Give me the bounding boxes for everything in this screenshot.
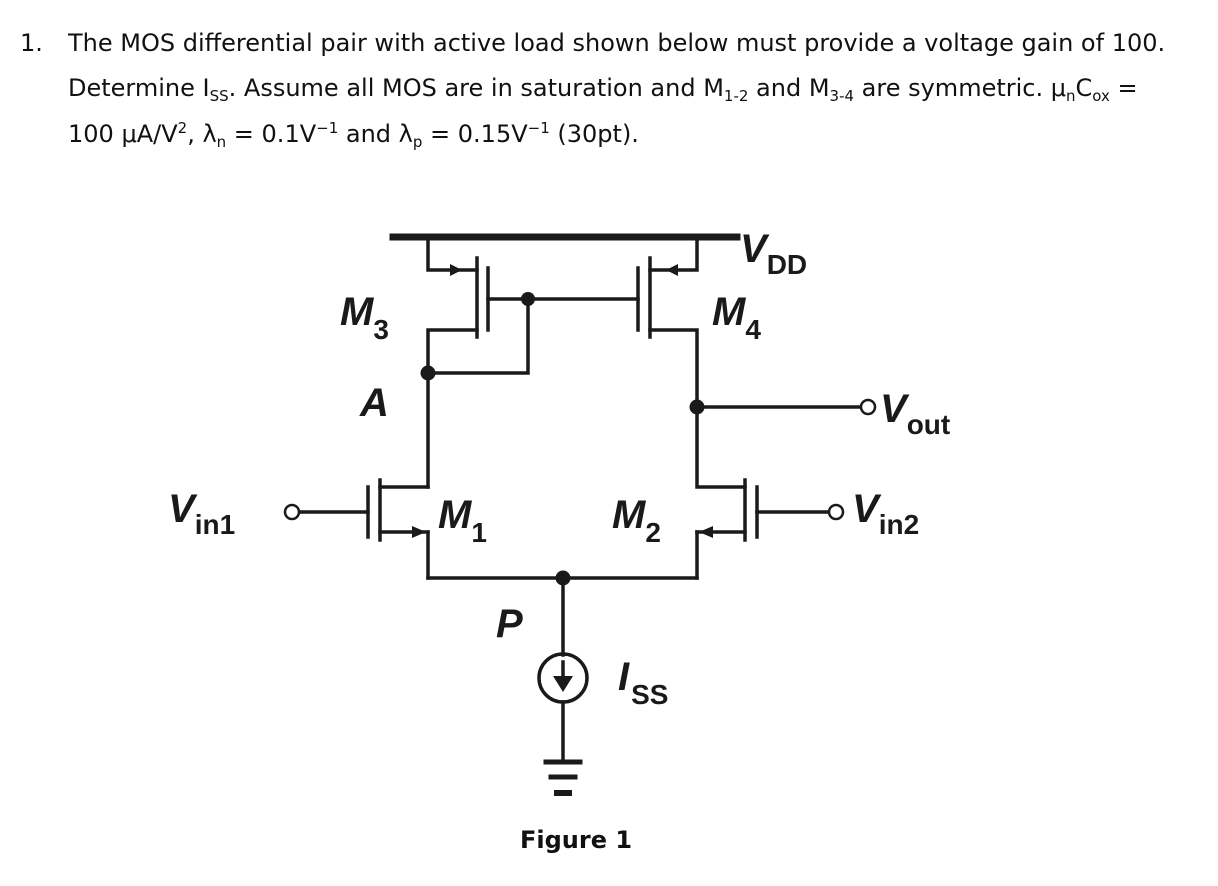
superscript: −1: [527, 119, 550, 137]
label-sub: in1: [195, 509, 235, 540]
label-m3: M3: [340, 290, 389, 345]
text-run: 100 μA/V: [68, 120, 178, 148]
problem-line-1: The MOS differential pair with active lo…: [68, 29, 1165, 57]
label-main: V: [880, 387, 910, 431]
label-iss: ISS: [618, 655, 668, 710]
label-main: M: [438, 493, 473, 537]
label-vin2: Vin2: [852, 487, 919, 540]
label-main: M: [612, 493, 647, 537]
text-run: (30pt).: [549, 120, 639, 148]
subscript: 3-4: [829, 87, 855, 105]
text-run: = 0.1V: [226, 120, 317, 148]
subscript: SS: [209, 87, 229, 105]
m1-transistor: [298, 478, 430, 580]
label-sub: out: [907, 409, 951, 440]
text-run: , λ: [187, 120, 217, 148]
text-run: =: [1109, 74, 1138, 102]
problem-number: 1.: [20, 29, 43, 57]
figure-caption: Figure 1: [520, 826, 632, 854]
label-vout: Vout: [880, 387, 950, 440]
label-main: V: [852, 487, 882, 531]
m3-transistor: [426, 235, 490, 375]
text-run: and λ: [338, 120, 413, 148]
problem-line-3: 100 μA/V2, λn = 0.1V−1 and λp = 0.15V−1 …: [68, 119, 639, 151]
text-run: . Assume all MOS are in saturation and M: [228, 74, 724, 102]
label-main: M: [340, 290, 375, 334]
label-sub: 2: [645, 517, 661, 548]
text-run: = 0.15V: [422, 120, 528, 148]
ground-symbol: [543, 759, 583, 796]
terminal-vout: [859, 398, 877, 416]
label-sub: 3: [373, 314, 389, 345]
label-sub: 1: [471, 517, 487, 548]
label-main: V: [168, 487, 198, 531]
text-run: are symmetric. μ: [854, 74, 1066, 102]
label-m4: M4: [712, 290, 761, 345]
junction-dot: [521, 292, 535, 306]
m4-transistor: [636, 235, 699, 409]
subscript: p: [412, 133, 423, 151]
superscript: 2: [177, 119, 188, 137]
label-main: V: [740, 227, 770, 271]
label-m2: M2: [612, 493, 661, 548]
label-sub: in2: [879, 509, 919, 540]
label-sub: 4: [745, 314, 761, 345]
terminal-vin2: [827, 503, 845, 521]
subscript: n: [216, 133, 227, 151]
diode-connection: [426, 297, 530, 375]
label-m1: M1: [438, 493, 487, 548]
label-vdd: VDD: [740, 227, 807, 280]
junction-dot: [555, 570, 571, 586]
junction-dot: [689, 399, 705, 415]
text-run: and M: [748, 74, 830, 102]
subscript: n: [1066, 87, 1076, 105]
label-node-p: P: [496, 602, 523, 646]
subscript: ox: [1092, 87, 1110, 105]
arrow-down-icon: [553, 676, 573, 692]
text-run: Determine I: [68, 74, 210, 102]
text-run: C: [1075, 74, 1093, 102]
terminal-vin1: [283, 503, 301, 521]
label-main: I: [618, 655, 630, 699]
junction-dot: [420, 365, 436, 381]
problem-line-1-text: The MOS differential pair with active lo…: [68, 29, 1166, 57]
problem-line-2: Determine ISS. Assume all MOS are in sat…: [68, 74, 1138, 105]
label-node-a: A: [359, 381, 389, 425]
label-main: M: [712, 290, 747, 334]
label-sub: SS: [631, 679, 668, 710]
m2-transistor: [695, 405, 830, 580]
subscript: 1-2: [723, 87, 749, 105]
label-vin1: Vin1: [168, 487, 235, 540]
superscript: −1: [316, 119, 339, 137]
label-sub: DD: [767, 249, 807, 280]
